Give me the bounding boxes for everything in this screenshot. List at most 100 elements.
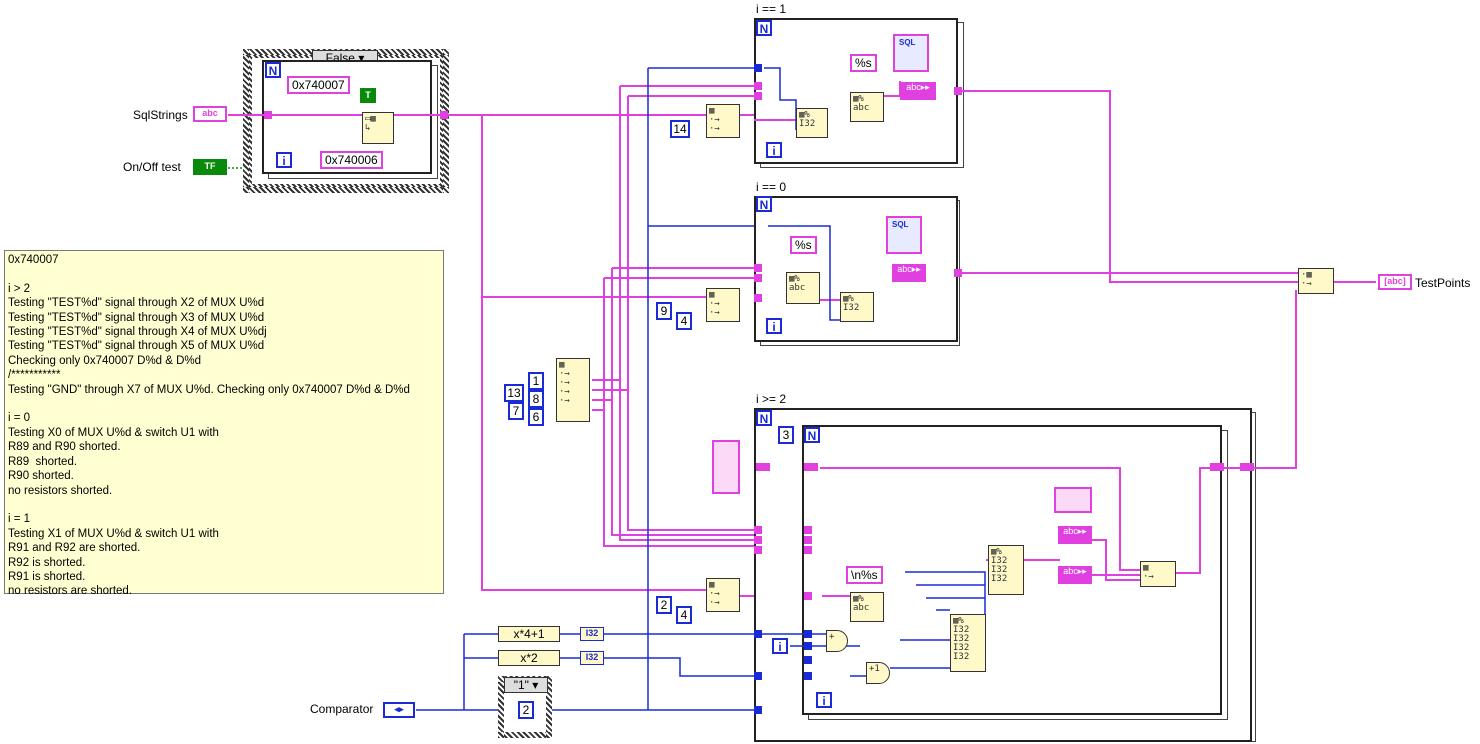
comment-line: /*********** — [8, 369, 61, 382]
comment-line: R89 shorted. — [8, 455, 78, 468]
onoff-terminal[interactable]: TF — [193, 159, 227, 175]
concat-node-0[interactable]: abc▸▸ — [892, 264, 926, 282]
constant-9[interactable]: 9 — [656, 302, 672, 320]
hex-constant-740007[interactable]: 0x740007 — [287, 76, 350, 94]
sqlstrings-terminal[interactable]: abc — [193, 106, 227, 122]
hex-constant-740006[interactable]: 0x740006 — [320, 151, 383, 169]
database-icon-1[interactable]: SQL — [893, 34, 929, 72]
constant-2-a[interactable]: 2 — [656, 596, 672, 614]
comment-line: R92 is shorted. — [8, 556, 86, 569]
loop-count-n-case0: N — [756, 196, 772, 212]
array-constant-right[interactable] — [1054, 487, 1092, 513]
comment-line: i > 2 — [8, 282, 31, 295]
comment-line: no resistors shorted. — [8, 484, 113, 497]
tunnel-blue-3 — [754, 706, 762, 714]
expression-node-1[interactable]: x*4+1 — [498, 626, 560, 642]
tunnel-s-case0-a — [754, 264, 762, 272]
comment-note: 0x740007 i > 2 Testing "TEST%d" signal th… — [4, 250, 444, 597]
tunnel-blue-1 — [754, 630, 762, 638]
tunnel-s-case0-b — [754, 274, 762, 282]
build-array-output[interactable]: ·▦·→ — [1298, 268, 1334, 294]
array-constant-left[interactable] — [712, 440, 740, 494]
tunnel-s-case1-b — [754, 92, 762, 100]
tunnel-case2-a — [754, 526, 762, 534]
tunnel-case2-b — [754, 536, 762, 544]
concat-node-2b[interactable]: abc▸▸ — [1058, 566, 1092, 584]
loop-count-n-case1: N — [756, 20, 772, 36]
comparator-label: Comparator — [310, 702, 374, 716]
comment-line: Testing "TEST%d" signal through X5 of MU… — [8, 340, 265, 353]
convert-i32-2[interactable]: I32 — [580, 651, 604, 665]
database-icon-2[interactable]: SQL — [886, 216, 922, 254]
comment-line — [8, 267, 440, 281]
build-array-0[interactable]: ▦·→·→ — [706, 288, 740, 322]
case0-label: i == 0 — [756, 180, 787, 194]
format-string-newline-s[interactable]: \n%s — [846, 566, 883, 584]
tunnel-blue-6 — [804, 656, 812, 664]
tunnel-case2-c — [754, 546, 762, 554]
comparator-case-label: "1" — [513, 678, 529, 692]
onoff-label: On/Off test — [123, 160, 181, 174]
tunnel-n-case1 — [754, 64, 762, 72]
sql-node-inner[interactable]: ▭▦↳ — [362, 112, 394, 144]
loop-index-i-1: i — [276, 152, 292, 168]
format-node-0b[interactable]: ▦%I32 — [840, 292, 874, 322]
format-node-2a[interactable]: ▦%abc — [850, 592, 884, 622]
format-node-1b[interactable]: ▦%abc — [850, 92, 884, 122]
concat-node-1[interactable]: abc▸▸ — [900, 82, 936, 100]
constant-1[interactable]: 1 — [528, 372, 544, 390]
constant-13[interactable]: 13 — [504, 384, 524, 402]
bool-constant-true[interactable]: T — [360, 88, 376, 103]
constant-4-a[interactable]: 4 — [676, 312, 692, 330]
constant-7[interactable]: 7 — [508, 402, 524, 420]
tunnel-out-case1 — [954, 87, 962, 95]
comment-line: no resistors are shorted. — [8, 585, 133, 598]
comment-line: R91 and R92 are shorted. — [8, 542, 141, 555]
constant-2-b[interactable]: 2 — [518, 701, 534, 719]
testpoints-terminal[interactable]: [abc] — [1378, 274, 1412, 290]
shift-reg-left-1 — [756, 463, 770, 471]
tunnel-blue-4 — [804, 630, 812, 638]
comment-line: R91 is shorted. — [8, 570, 86, 583]
comparator-terminal[interactable]: ◂▸ — [383, 702, 415, 718]
comparator-case-selector[interactable]: "1" ▾ — [504, 677, 548, 693]
constant-4-b[interactable]: 4 — [676, 606, 692, 624]
tunnel-out-sql — [440, 111, 448, 119]
loop-index-i-case0: i — [766, 318, 782, 334]
expression-node-2[interactable]: x*2 — [498, 650, 560, 666]
loop-index-i-case2: i — [816, 692, 832, 708]
loop-count-n-1: N — [265, 62, 281, 78]
sqlstrings-label: SqlStrings — [133, 108, 188, 122]
format-node-0a[interactable]: ▦%abc — [786, 272, 820, 304]
comment-line: Testing X0 of MUX U%d & switch U1 with — [8, 426, 219, 439]
format-string-s-2[interactable]: %s — [790, 236, 817, 254]
build-array-2[interactable]: ▦·→ — [1140, 561, 1176, 587]
tunnel-blue-5 — [804, 642, 812, 650]
constant-8[interactable]: 8 — [528, 390, 544, 408]
constant-14[interactable]: 14 — [670, 120, 690, 138]
concat-node-2a[interactable]: abc▸▸ — [1058, 526, 1092, 544]
add-node[interactable]: + — [826, 630, 848, 652]
loop-count-n-inner2: N — [804, 427, 820, 443]
expression-1-text: x*4+1 — [513, 627, 545, 641]
loop-count-n-case2: N — [756, 410, 772, 426]
constant-6[interactable]: 6 — [528, 408, 544, 426]
build-array-center[interactable]: ▦·→·→·→·→ — [556, 358, 590, 422]
format-string-s-1[interactable]: %s — [850, 54, 877, 72]
case1-label: i == 1 — [756, 2, 787, 16]
constant-3[interactable]: 3 — [778, 426, 794, 444]
format-node-1a[interactable]: ▦%I32 — [796, 108, 828, 138]
build-array-1[interactable]: ▦·→·→ — [706, 104, 740, 138]
comment-line: 0x740007 — [8, 254, 59, 266]
shift-reg-left-2 — [804, 463, 818, 471]
tunnel-s-case1-a — [754, 82, 762, 90]
tunnel-blue-7 — [804, 672, 812, 680]
comment-line: i = 0 — [8, 412, 31, 425]
convert-i32-1[interactable]: I32 — [580, 627, 604, 641]
increment-node[interactable]: +1 — [866, 662, 890, 684]
build-array-2-left[interactable]: ▦·→·→ — [706, 578, 740, 612]
